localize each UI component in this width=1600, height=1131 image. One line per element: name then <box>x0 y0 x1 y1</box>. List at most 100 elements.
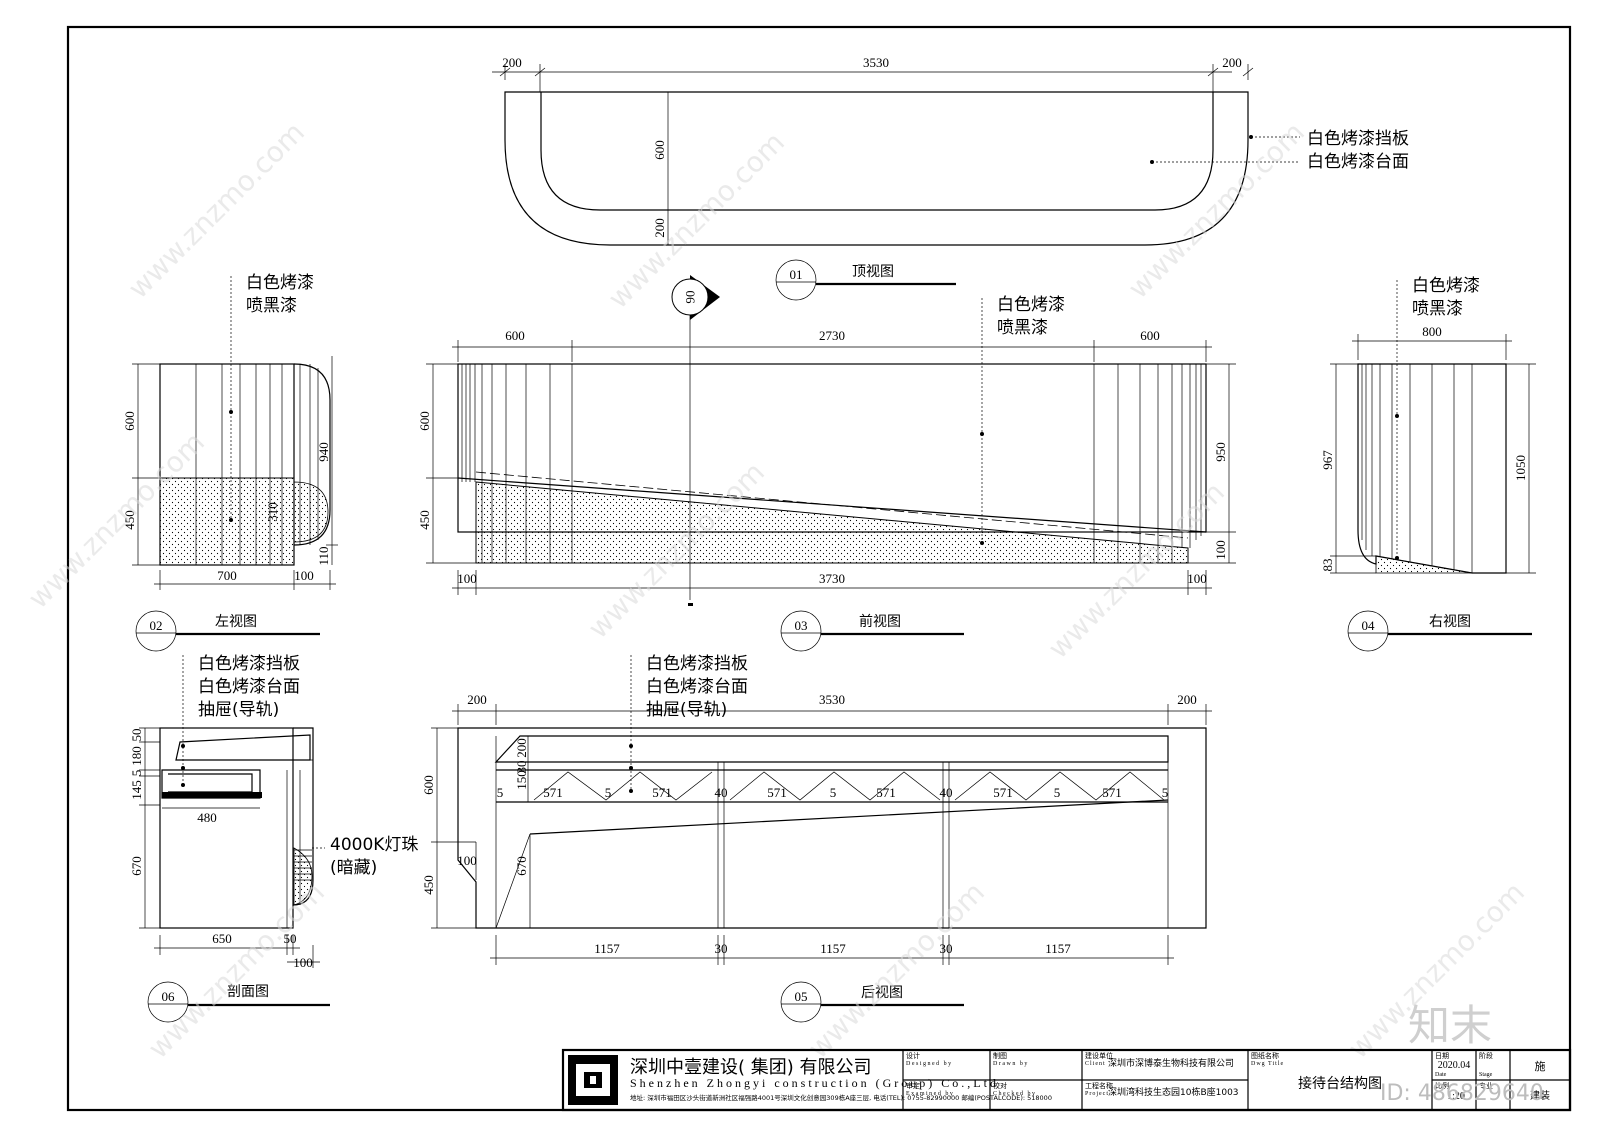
sec-dim-d: 145 <box>129 780 144 800</box>
back-dim-h-670: 670 <box>514 856 529 876</box>
back-callout-3: 抽屉(导轨) <box>646 700 727 720</box>
top-dim-right: 200 <box>1222 55 1242 70</box>
left-tag-num: 02 <box>150 618 163 633</box>
front-callout-1: 白色烤漆 <box>997 295 1065 315</box>
back-dim-top-l: 200 <box>467 692 487 707</box>
back-seg-571-b: 571 <box>652 785 672 800</box>
right-tag-title: 右视图 <box>1429 614 1471 630</box>
front-dim-top-m: 2730 <box>819 328 845 343</box>
top-dim-depth: 600 <box>652 140 667 160</box>
tb-scale-label-cn: 比例 <box>1435 1081 1449 1090</box>
tb-approved-cn: 审定 <box>906 1081 920 1090</box>
back-dim-top-r: 200 <box>1177 692 1197 707</box>
back-dim-h-100: 100 <box>457 853 477 868</box>
tb-client-label-en: Client <box>1085 1061 1106 1067</box>
sec-dim-w: 650 <box>212 931 232 946</box>
left-callout-2: 喷黑漆 <box>246 296 297 316</box>
left-dim-r: 310 <box>265 502 280 522</box>
left-dim-h-lower: 450 <box>122 510 137 530</box>
back-seg-571-e: 571 <box>993 785 1013 800</box>
back-callout-1: 白色烤漆挡板 <box>646 654 748 674</box>
tb-project-label-en: Project <box>1085 1091 1109 1097</box>
back-dim-h-30: 30 <box>514 761 529 774</box>
left-dim-h-base: 110 <box>316 546 331 565</box>
watermark-url-8: www.znzmo.com <box>802 876 991 1065</box>
front-dim-top-l: 600 <box>505 328 525 343</box>
sec-dim-lower: 670 <box>129 856 144 876</box>
tb-company-cn: 深圳中壹建设( 集团) 有限公司 <box>630 1057 872 1078</box>
tb-designed-cn: 设计 <box>906 1051 920 1060</box>
left-tag-title: 左视图 <box>215 614 257 630</box>
section-mark-num: 06 <box>683 291 698 305</box>
back-dim-bay-1: 1157 <box>594 941 620 956</box>
top-tag-num: 01 <box>790 267 803 282</box>
front-dim-bot-r: 100 <box>1187 571 1207 586</box>
back-dim-h-450: 450 <box>421 875 436 895</box>
back-seg-571-f: 571 <box>1102 785 1122 800</box>
front-tag-num: 03 <box>795 618 808 633</box>
back-dim-bay-2: 1157 <box>820 941 846 956</box>
back-seg-40-a: 40 <box>715 785 728 800</box>
watermarks: www.znzmo.com www.znzmo.com www.znzmo.co… <box>22 116 1531 1065</box>
back-seg-571-d: 571 <box>876 785 896 800</box>
top-dim-left: 200 <box>502 55 522 70</box>
sec-callout-1: 白色烤漆挡板 <box>198 654 300 674</box>
watermark-id: ID: 486829640 <box>1380 1081 1544 1106</box>
back-seg-5-a: 5 <box>497 785 504 800</box>
left-callout-1: 白色烤漆 <box>246 273 314 293</box>
back-dim-h-600: 600 <box>421 775 436 795</box>
sec-light-2: (暗藏) <box>330 858 377 878</box>
right-dim-h-base: 83 <box>1320 559 1335 572</box>
top-tag-title: 顶视图 <box>852 264 894 280</box>
tb-address: 地址: 深圳市福田区沙头街道新洲社区福强路4001号深圳文化创意园309栋A座三… <box>630 1093 1052 1102</box>
front-callout-2: 喷黑漆 <box>997 318 1048 338</box>
title-block: 深圳中壹建设( 集团) 有限公司 Shenzhen Zhongyi constr… <box>561 1048 1572 1112</box>
tb-approved-en: Examined by <box>906 1091 954 1097</box>
sec-light-1: 4000K灯珠 <box>330 835 418 855</box>
back-seg-5-c: 5 <box>830 785 837 800</box>
tb-drawn-cn: 制图 <box>993 1051 1007 1060</box>
top-dim-mid: 3530 <box>863 55 889 70</box>
left-dim-w-base: 100 <box>294 568 314 583</box>
sec-dim-drawer: 480 <box>197 810 217 825</box>
sec-tag-title: 剖面图 <box>227 984 269 1000</box>
back-dim-h-150: 150 <box>514 770 529 790</box>
tb-company-en: Shenzhen Zhongyi construction (Group) Co… <box>630 1076 999 1090</box>
right-callout-1: 白色烤漆 <box>1412 276 1480 296</box>
tb-date-label-cn: 日期 <box>1435 1052 1449 1060</box>
right-view: 800 967 83 1050 白色烤漆 喷黑漆 04 右视图 <box>1320 276 1536 652</box>
back-tag-num: 05 <box>795 989 808 1004</box>
back-seg-5-e: 5 <box>1162 785 1169 800</box>
back-dim-gap-2: 30 <box>940 941 953 956</box>
tb-client-label-cn: 建设单位 <box>1085 1051 1113 1060</box>
left-dim-h-upper: 600 <box>122 411 137 431</box>
sec-dim-w2: 50 <box>284 931 297 946</box>
sec-callout-3: 抽屉(导轨) <box>198 700 279 720</box>
sec-dim-w3: 100 <box>293 955 313 970</box>
tb-designed-en: Designed by <box>906 1061 953 1067</box>
top-view: 200 3530 200 600 200 白色烤漆挡板 白色烤漆台面 01 顶视… <box>492 55 1409 301</box>
front-dim-bot-m: 3730 <box>819 571 845 586</box>
tb-checked-cn: 校对 <box>993 1081 1007 1090</box>
tb-checked-en: Checked by <box>993 1091 1037 1097</box>
left-view: 600 450 940 310 110 700 100 白色烤漆 喷黑漆 02 … <box>122 273 338 652</box>
front-dim-h-base: 100 <box>1213 540 1228 560</box>
tb-drawn-en: Drawn by <box>993 1061 1029 1067</box>
back-seg-5-d: 5 <box>1054 785 1061 800</box>
right-dim-h-front: 967 <box>1320 450 1335 470</box>
sec-dim-a: 50 <box>129 729 144 742</box>
front-dim-h-upper: 600 <box>417 411 432 431</box>
tb-stage-label-en: Stage <box>1479 1072 1493 1078</box>
tb-dwg-title: 接待台结构图 <box>1298 1075 1382 1092</box>
back-seg-571-a: 571 <box>543 785 563 800</box>
sec-callout-2: 白色烤漆台面 <box>198 677 300 697</box>
back-dim-top-m: 3530 <box>819 692 845 707</box>
tb-stage: 施 <box>1535 1060 1546 1073</box>
sec-dim-b: 180 <box>129 746 144 766</box>
tb-date-label-en: Date <box>1435 1072 1447 1078</box>
tb-dwg-label-en: Dwg Title <box>1251 1061 1284 1067</box>
tb-major: 建装 <box>1530 1089 1550 1102</box>
watermark-url-7: www.znzmo.com <box>142 876 331 1065</box>
left-dim-h-total: 940 <box>316 442 331 462</box>
